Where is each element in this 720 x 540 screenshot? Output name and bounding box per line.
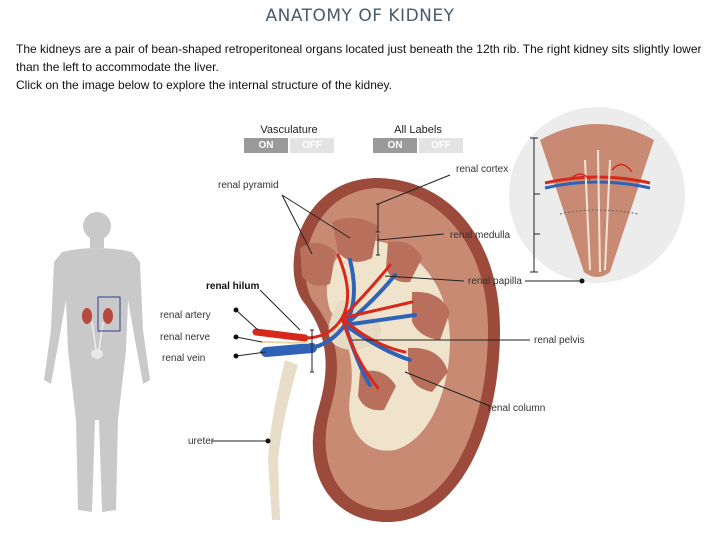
pyramid-upper-right[interactable] [386,241,422,283]
label-renal-vein[interactable]: renal vein [162,353,205,364]
label-renal-hilum[interactable]: renal hilum [206,281,259,292]
nephron-inset[interactable] [509,107,685,283]
leader-lines [212,137,582,442]
intro-text: The kidneys are a pair of bean-shaped re… [16,40,706,94]
body-silhouette[interactable] [44,212,150,512]
body-kidneys[interactable] [82,308,113,359]
label-renal-medulla[interactable]: renal medulla [450,230,510,241]
vasculature-on-button[interactable]: ON [244,138,288,153]
all-labels-toggle[interactable]: ON OFF [373,138,463,153]
label-renal-pelvis[interactable]: renal pelvis [534,335,585,346]
label-renal-nerve[interactable]: renal nerve [160,332,210,343]
pyramid-lower-right[interactable] [408,347,448,392]
vasculature-toggle[interactable]: ON OFF [244,138,334,153]
label-renal-papilla[interactable]: renal papilla [468,276,522,287]
label-renal-column[interactable]: renal column [488,403,545,414]
label-renal-artery[interactable]: renal artery [160,310,211,321]
intro-paragraph: The kidneys are a pair of bean-shaped re… [16,42,702,74]
kidney-diagram[interactable]: renal pyramid renal cortex renal medulla… [0,100,720,540]
all-labels-toggle-group: All Labels ON OFF [373,124,463,153]
intro-instruction: Click on the image below to explore the … [16,78,392,92]
all-labels-off-button[interactable]: OFF [419,138,463,153]
page-title: ANATOMY OF KIDNEY [265,6,455,26]
vasculature-toggle-group: Vasculature ON OFF [244,124,334,153]
leader-dots [233,278,585,444]
pyramid-right[interactable] [412,291,450,340]
pyramid-upper-left[interactable] [300,242,336,286]
vasculature[interactable] [252,253,417,390]
vasculature-off-button[interactable]: OFF [290,138,334,153]
all-labels-on-button[interactable]: ON [373,138,417,153]
ureter-tube[interactable] [268,360,298,520]
label-renal-cortex[interactable]: renal cortex [456,164,508,175]
body-zoom-box [97,296,121,332]
pyramid-top[interactable] [332,217,378,262]
vasculature-toggle-label: Vasculature [260,124,318,136]
label-ureter[interactable]: ureter [188,436,215,447]
all-labels-toggle-label: All Labels [394,124,442,136]
label-renal-pyramid[interactable]: renal pyramid [218,180,279,191]
